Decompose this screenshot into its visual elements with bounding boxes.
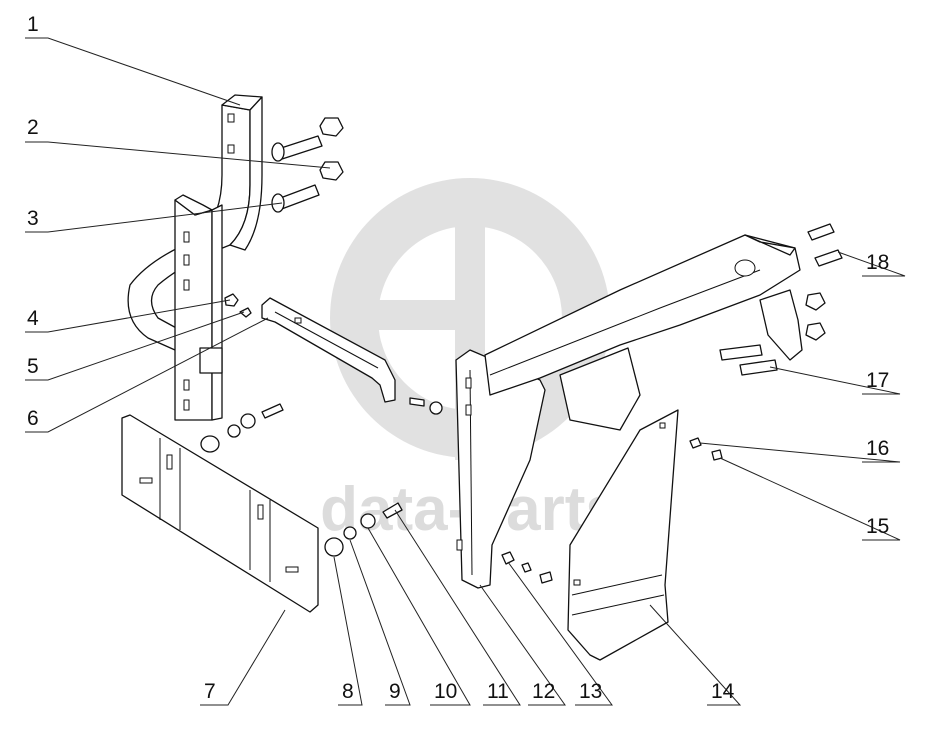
callout-16: 16: [866, 437, 890, 460]
callout-14: 14: [711, 680, 735, 703]
leader-lines: [25, 37, 906, 706]
callout-12: 12: [532, 680, 556, 703]
small-parts-right: [501, 437, 723, 584]
callout-4: 4: [27, 307, 39, 330]
callout-18: 18: [866, 251, 890, 274]
leader-17: [769, 366, 901, 395]
callout-5: 5: [27, 355, 39, 378]
callout-8: 8: [342, 680, 354, 703]
callout-10: 10: [434, 680, 458, 703]
callout-15: 15: [866, 515, 890, 538]
leader-1: [25, 37, 241, 106]
callout-3: 3: [27, 207, 39, 230]
callout-1: 1: [27, 13, 39, 36]
leader-16: [699, 442, 901, 463]
leader-13: [507, 561, 613, 706]
leader-5: [25, 311, 245, 381]
callout-6: 6: [27, 407, 39, 430]
leader-14: [649, 604, 742, 706]
bolts-top: [271, 117, 344, 213]
leader-6: [25, 317, 269, 433]
callout-7: 7: [204, 680, 216, 703]
main-beam: [484, 234, 803, 431]
leader-12: [479, 584, 566, 706]
leader-15: [719, 457, 901, 541]
small-parts-4-5: [224, 293, 252, 318]
leader-9: [349, 539, 411, 706]
leader-2: [25, 141, 331, 169]
leader-8: [333, 556, 363, 706]
part-7-plate: [121, 414, 319, 613]
callout-11: 11: [487, 680, 509, 703]
fastener-row-left: [200, 397, 443, 557]
leader-10: [367, 527, 471, 706]
leader-11: [394, 509, 521, 706]
callout-2: 2: [27, 116, 39, 139]
leader-18: [837, 251, 906, 277]
leader-4: [25, 299, 231, 333]
vertical-channel: [174, 194, 223, 421]
part-12-frame: [455, 349, 546, 589]
callout-13: 13: [579, 680, 603, 703]
leader-7: [200, 609, 286, 706]
part-6-bracket: [261, 297, 396, 403]
part-14-plate: [567, 409, 679, 661]
callout-9: 9: [389, 680, 401, 703]
leader-3: [25, 202, 283, 233]
callout-17: 17: [866, 369, 890, 392]
bolts-right: [719, 223, 843, 376]
